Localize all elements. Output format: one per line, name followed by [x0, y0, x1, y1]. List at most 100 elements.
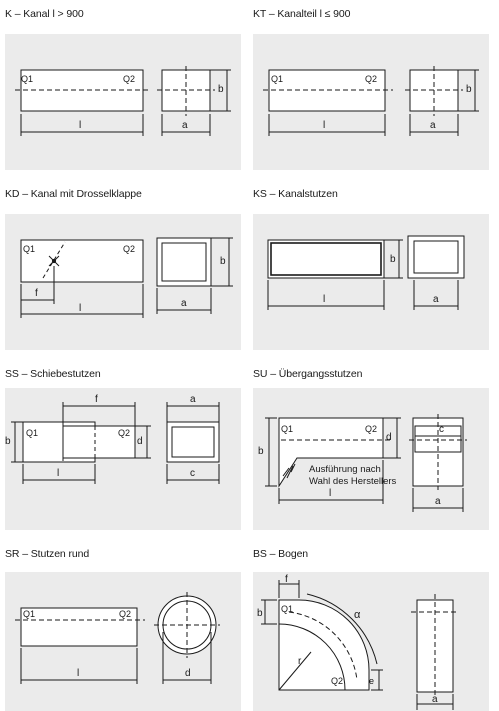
- dimension-d: [383, 417, 401, 459]
- label-a: a: [432, 694, 438, 705]
- elbow-centerline: [288, 611, 358, 681]
- dimension-a: [166, 402, 220, 422]
- label-l: l: [329, 488, 331, 499]
- diagram-title: SU – Übergangsstutzen: [253, 368, 363, 380]
- label-l: l: [79, 120, 81, 131]
- diagram-ks: KS – Kanalstutzen b l a: [253, 188, 489, 350]
- drawing-panel: Q1 Q2 b d Ausführung nach Wahl des Herst…: [253, 388, 489, 530]
- transition-hatching: [282, 463, 296, 479]
- label-a: a: [435, 496, 441, 507]
- diagram-k: K – Kanal l > 900 Q1 Q2 l b a: [5, 8, 241, 170]
- label-q2: Q2: [119, 609, 131, 619]
- label-q2: Q2: [365, 424, 377, 434]
- label-l: l: [57, 468, 59, 479]
- duct-side-outer: [267, 239, 385, 279]
- label-q2: Q2: [365, 74, 377, 84]
- label-l: l: [323, 294, 325, 305]
- drawing-panel: Q1 Q2 f l b a: [5, 214, 241, 350]
- diagram-title: BS – Bogen: [253, 548, 309, 560]
- dimension-b: [265, 417, 277, 487]
- pipe-side-view: [20, 607, 138, 647]
- drawing-panel: Q1 Q2 l b a: [5, 34, 241, 170]
- dimension-a: [416, 694, 454, 710]
- diagram-title: K – Kanal l > 900: [5, 8, 84, 20]
- dimension-b: [11, 421, 23, 463]
- drawing-panel: Q1 Q2 b d f l a c: [5, 388, 241, 530]
- dimension-b: [458, 69, 479, 112]
- label-b: b: [220, 256, 226, 267]
- dimension-a: [161, 114, 211, 136]
- drawing-panel: b l a: [253, 214, 489, 350]
- diagram-kt: KT – Kanalteil l ≤ 900 Q1 Q2 l b a: [253, 8, 489, 170]
- label-b: b: [257, 608, 263, 619]
- dimension-a: [409, 114, 459, 136]
- diagram-su: SU – Übergangsstutzen Q1 Q2 b d Ausführu…: [253, 368, 489, 530]
- elbow-body: [278, 599, 370, 691]
- label-a: a: [181, 298, 187, 309]
- note-line-1: Ausführung nach: [309, 464, 381, 475]
- label-q1: Q1: [23, 609, 35, 619]
- label-q1: Q1: [23, 244, 35, 254]
- duct-inner: [62, 425, 136, 459]
- label-q1: Q1: [271, 74, 283, 84]
- duct-side-view: [20, 239, 144, 283]
- label-f: f: [95, 394, 98, 405]
- label-alpha: α: [354, 609, 361, 621]
- dimension-d: [135, 425, 151, 459]
- transition-piece: [278, 417, 384, 488]
- duct-end-outer: [407, 235, 465, 279]
- label-b: b: [5, 436, 11, 447]
- label-b: b: [466, 84, 472, 95]
- label-c: c: [439, 424, 444, 435]
- dimension-l: [278, 460, 384, 504]
- label-a: a: [430, 120, 436, 131]
- dimension-f: [20, 266, 55, 304]
- label-e: e: [369, 676, 374, 686]
- duct-end-inner: [161, 242, 207, 282]
- label-q1: Q1: [281, 424, 293, 434]
- label-a: a: [182, 120, 188, 131]
- dimension-l: [267, 280, 385, 310]
- label-l: l: [323, 120, 325, 131]
- label-f: f: [285, 574, 288, 585]
- drawing-panel: Q1 Q2 l d: [5, 572, 241, 711]
- dimension-l: [20, 114, 144, 136]
- dimension-a: [156, 288, 212, 314]
- drawing-panel: r α Q1 Q2 f b e a: [253, 572, 489, 711]
- diagram-sr: SR – Stutzen rund Q1 Q2 l d: [5, 548, 241, 711]
- diagram-title: KD – Kanal mit Drosselklappe: [5, 188, 142, 200]
- angle-arc: [306, 593, 378, 665]
- label-q1: Q1: [21, 74, 33, 84]
- label-q2: Q2: [123, 244, 135, 254]
- label-a: a: [433, 294, 439, 305]
- duct-side-inner: [270, 242, 382, 276]
- dimension-l: [20, 284, 144, 318]
- label-q1: Q1: [281, 604, 293, 614]
- note-line-2: Wahl des Herstellers: [309, 476, 397, 487]
- dimension-b: [384, 239, 403, 279]
- diagram-kd: KD – Kanal mit Drosselklappe Q1 Q2 f l b…: [5, 188, 241, 350]
- label-f: f: [35, 288, 38, 299]
- duct-end-inner: [413, 240, 459, 274]
- label-a: a: [190, 394, 196, 405]
- label-b: b: [258, 446, 264, 457]
- radius-line: [278, 651, 312, 691]
- dimension-d: [162, 632, 212, 684]
- label-q1: Q1: [26, 428, 38, 438]
- label-r: r: [298, 656, 302, 667]
- diagram-ss: SS – Schiebestutzen Q1 Q2 b d f l a c: [5, 368, 241, 530]
- diagram-title: SR – Stutzen rund: [5, 548, 90, 560]
- dimension-b: [210, 69, 231, 112]
- dimension-l: [268, 114, 386, 136]
- diagram-title: KT – Kanalteil l ≤ 900: [253, 8, 351, 20]
- label-d: d: [185, 668, 191, 679]
- label-c: c: [190, 468, 195, 479]
- drawing-panel: Q1 Q2 l b a: [253, 34, 489, 170]
- label-d: d: [386, 432, 392, 443]
- duct-end-outer: [156, 237, 212, 287]
- diagram-title: KS – Kanalstutzen: [253, 188, 338, 200]
- label-l: l: [77, 668, 79, 679]
- label-b: b: [390, 254, 396, 265]
- dimension-a: [413, 280, 459, 310]
- dimension-l: [22, 464, 96, 484]
